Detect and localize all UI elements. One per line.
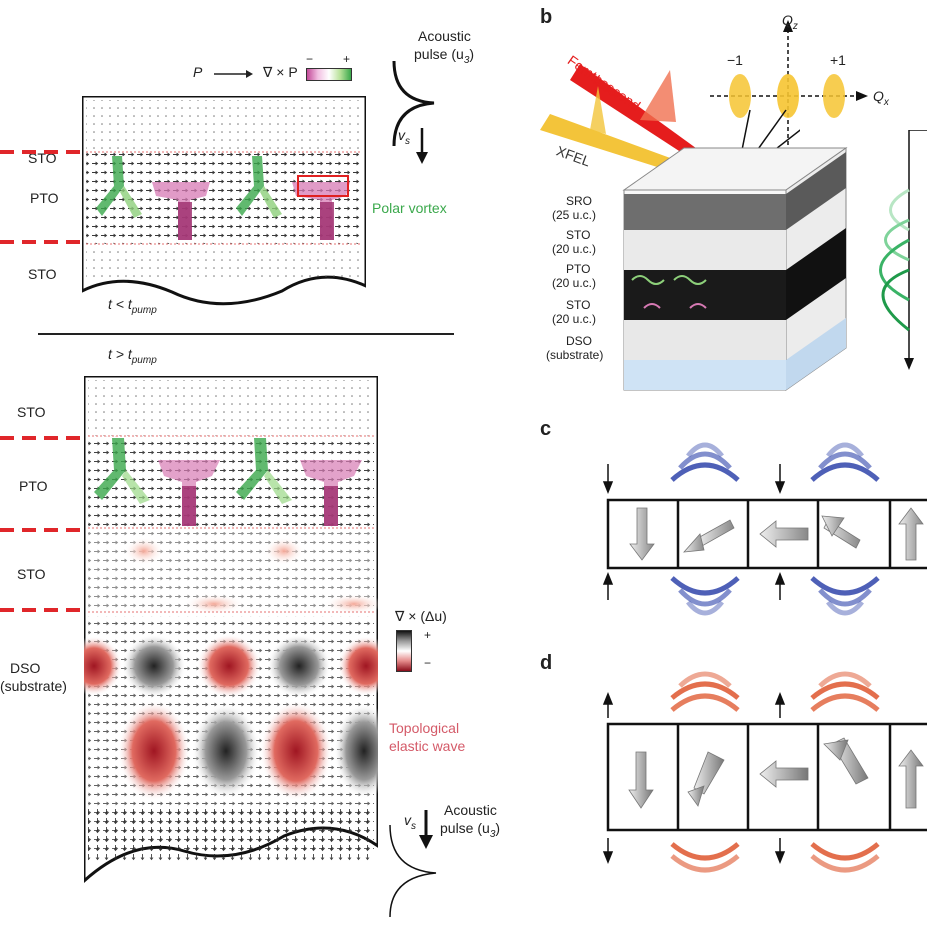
stack-sto1-thickness: (20 u.c.) — [552, 242, 597, 256]
panel-c-diagram — [602, 442, 927, 616]
qz-label: Qz — [782, 12, 798, 32]
stack-sro-name: SRO — [566, 194, 593, 208]
legend-curl-label: ∇ × P — [263, 64, 298, 80]
layer-label-sto-bottom-2: STO — [17, 566, 46, 582]
time-after-label: t > tpump — [108, 346, 157, 366]
panel-d-diagram — [602, 671, 927, 873]
stack-sto2-name: STO — [566, 298, 591, 312]
qx-label: Qx — [873, 88, 889, 108]
diffraction-profile-fragment — [879, 130, 927, 370]
panel-letter-c: c — [540, 418, 552, 440]
acoustic-pulse-bottom-icon — [389, 810, 437, 918]
acoustic-top-line2: pulse (u3) — [414, 46, 475, 66]
stack-dso-thickness: (substrate) — [546, 348, 604, 362]
vs-bottom: vs — [404, 812, 416, 832]
reciprocal-space-axes — [710, 20, 868, 159]
acoustic-top-line1: Acoustic — [418, 28, 471, 44]
time-before-label: t < tpump — [108, 296, 157, 316]
stack-sto2-thickness: (20 u.c.) — [552, 312, 597, 326]
acoustic-pulse-top-icon — [392, 60, 435, 164]
curl-du-minus: − — [424, 656, 432, 670]
acoustic-bottom-line1: Acoustic — [444, 802, 497, 818]
layer-label-sto-bottom: STO — [17, 404, 46, 420]
stack-sro-thickness: (25 u.c.) — [552, 208, 597, 222]
curl-du-colorbar — [396, 630, 412, 672]
stack-pto-name: PTO — [566, 262, 591, 276]
polar-vortex-label: Polar vortex — [372, 200, 447, 216]
panel-letter-d: d — [540, 652, 553, 674]
topological-label-line1: Topological — [389, 720, 460, 736]
interface-dashes-top — [0, 150, 86, 244]
layer-label-dso-line1: DSO — [10, 660, 41, 676]
legend-plus: + — [343, 52, 351, 66]
legend-arrow-icon — [214, 70, 253, 78]
vortex-panel-before — [80, 94, 368, 306]
vs-top: vs — [398, 127, 410, 147]
curl-colorbar — [306, 68, 352, 81]
acoustic-bottom-line2: pulse (u3) — [440, 820, 501, 840]
curl-du-plus: + — [424, 628, 432, 642]
stack-sto1-name: STO — [566, 228, 591, 242]
legend-minus: − — [306, 52, 314, 66]
divider-line — [38, 333, 454, 335]
layer-label-pto-top: PTO — [30, 190, 59, 206]
vortex-panel-after — [66, 374, 394, 898]
layer-label-sto-top-2: STO — [28, 266, 57, 282]
panel-letter-b: b — [540, 6, 553, 28]
interface-dashes-bottom — [0, 436, 86, 612]
curl-du-label: ∇ × (Δu) — [395, 608, 447, 624]
sample-stack-icon — [622, 147, 848, 391]
topological-label-line2: elastic wave — [389, 738, 466, 754]
order-minus-one: −1 — [727, 52, 743, 68]
stack-pto-thickness: (20 u.c.) — [552, 276, 597, 290]
layer-label-dso-line2: (substrate) — [0, 678, 67, 694]
order-plus-one: +1 — [830, 52, 846, 68]
layer-label-pto-bottom: PTO — [19, 478, 48, 494]
legend-p-label: P — [193, 64, 203, 80]
stack-dso-name: DSO — [566, 334, 593, 348]
